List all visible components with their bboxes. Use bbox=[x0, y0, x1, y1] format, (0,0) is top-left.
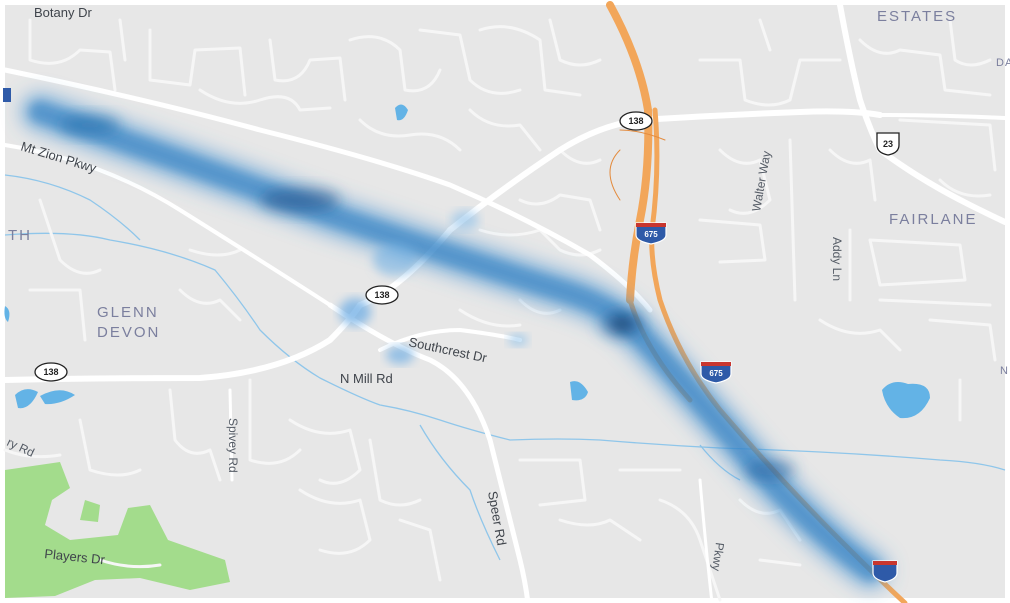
heatmap-spot-southcrest bbox=[508, 334, 528, 346]
street-label-botany: Botany Dr bbox=[34, 5, 92, 20]
shield-label: 23 bbox=[883, 139, 893, 149]
heatmap-spot-138 bbox=[339, 298, 371, 326]
place-label-n: N bbox=[1000, 365, 1008, 377]
heatmap-spot-n-mill bbox=[386, 346, 414, 364]
heatmap-track bbox=[20, 92, 890, 590]
place-label-da: DA bbox=[996, 57, 1010, 69]
park-strip bbox=[5, 505, 35, 545]
pond-north bbox=[395, 104, 408, 121]
heatmap-hotspot-south bbox=[745, 460, 795, 480]
minor-streets bbox=[3, 18, 997, 602]
shield-i675-south[interactable] bbox=[872, 560, 898, 583]
place-label-estates: ESTATES bbox=[877, 8, 957, 25]
heatmap-hotspot-main bbox=[596, 307, 648, 341]
shield-sr138-mid[interactable]: 138 bbox=[365, 285, 399, 305]
pond-center bbox=[570, 381, 588, 401]
street-label-players: Players Dr bbox=[44, 546, 107, 567]
place-label-th: TH bbox=[8, 227, 32, 244]
shield-i675-north[interactable]: 675 bbox=[635, 222, 667, 245]
road-us23-east bbox=[878, 113, 1007, 120]
streams bbox=[4, 174, 1006, 561]
water-bodies bbox=[4, 104, 930, 419]
shield-label: 675 bbox=[644, 230, 658, 239]
pond-west bbox=[15, 389, 75, 409]
street-label-n-mill: N Mill Rd bbox=[340, 371, 393, 386]
shield-i675-mid[interactable]: 675 bbox=[700, 361, 732, 384]
place-label-fairlane: FAIRLANE bbox=[889, 211, 978, 228]
golf-course-park bbox=[5, 462, 230, 598]
road-spivey bbox=[228, 388, 234, 482]
heatmap-spot-junction bbox=[373, 244, 417, 276]
road-speer-south bbox=[698, 478, 714, 603]
road-sr138-south bbox=[2, 302, 363, 383]
heatmap-hotspot-west bbox=[260, 188, 340, 212]
street-label-pkwy: Pkwy bbox=[709, 542, 727, 572]
shield-label: 675 bbox=[709, 369, 723, 378]
shield-label: 138 bbox=[628, 116, 643, 126]
shield-us23[interactable]: 23 bbox=[876, 132, 900, 156]
pond-east bbox=[882, 382, 930, 419]
park-areas bbox=[5, 462, 230, 598]
road-west-diagonal bbox=[3, 143, 332, 307]
shield-label: 138 bbox=[374, 290, 389, 300]
road-southcrest bbox=[378, 328, 522, 352]
shield-edge-west bbox=[3, 88, 11, 102]
heatmap-hotspot-start bbox=[60, 115, 120, 135]
place-label-devon: DEVON bbox=[97, 324, 160, 341]
road-mt-zion-pkwy bbox=[2, 67, 653, 313]
street-label-spivey: Spivey Rd bbox=[226, 418, 240, 473]
place-label-glenn: GLENN bbox=[97, 304, 159, 321]
pond-small-west bbox=[4, 306, 10, 322]
shield-sr138-north[interactable]: 138 bbox=[619, 111, 653, 131]
heatmap-spot-north bbox=[451, 210, 479, 230]
street-label-addy: Addy Ln bbox=[830, 237, 844, 281]
shield-sr138-west[interactable]: 138 bbox=[34, 362, 68, 382]
shield-label: 138 bbox=[43, 367, 58, 377]
